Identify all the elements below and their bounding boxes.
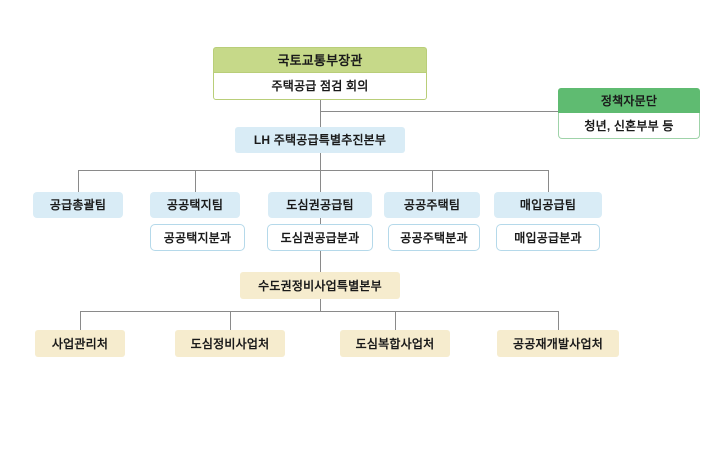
division-box-urban-supply: 도심권공급분과: [267, 224, 373, 251]
team-box-purchase-supply: 매입공급팀: [494, 192, 602, 218]
policy-advisory-box: 정책자문단: [558, 88, 700, 113]
dept-box-urban-maintenance: 도심정비사업처: [175, 330, 285, 357]
lh-special-hq-box: LH 주택공급특별추진본부: [235, 127, 405, 153]
dept-box-public-redevelopment: 공공재개발사업처: [497, 330, 619, 357]
team-box-public-housing: 공공주택팀: [384, 192, 480, 218]
team-box-public-land: 공공택지팀: [150, 192, 240, 218]
minister-box: 국토교통부장관: [213, 47, 427, 73]
advisory-members-box: 청년, 신혼부부 등: [558, 113, 700, 139]
supply-review-meeting-box: 주택공급 점검 회의: [213, 72, 427, 100]
division-box-public-housing: 공공주택분과: [388, 224, 480, 251]
division-box-purchase-supply: 매입공급분과: [496, 224, 600, 251]
team-box-supply-general: 공급총괄팀: [33, 192, 123, 218]
metro-maintenance-hq-box: 수도권정비사업특별본부: [240, 272, 400, 299]
team-box-urban-supply: 도심권공급팀: [268, 192, 372, 218]
division-box-public-land: 공공택지분과: [150, 224, 245, 251]
dept-box-urban-complex: 도심복합사업처: [340, 330, 450, 357]
dept-box-project-management: 사업관리처: [35, 330, 125, 357]
